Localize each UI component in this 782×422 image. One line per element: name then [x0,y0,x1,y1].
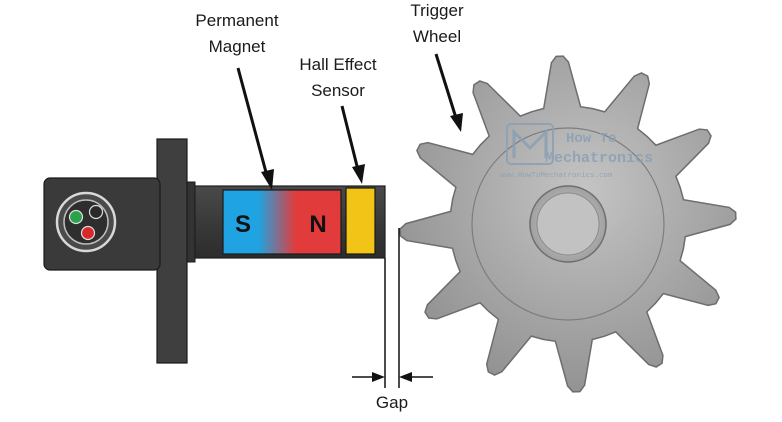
magnet-north-label: N [309,211,326,238]
label-hall-effect-sensor: Hall Effect Sensor [299,55,377,184]
trigger-wheel-bore [536,192,600,256]
hall-effect-sensor-arrowhead [352,164,365,184]
hall-effect-sensor-chip [345,187,376,255]
gap-arrow-left-head [372,372,385,382]
wire-black-pin [88,204,104,220]
label-trigger-wheel: Trigger Wheel [410,1,464,132]
watermark-logo-mark [512,128,548,158]
label-permanent-magnet: Permanent Magnet [195,11,279,190]
wire-red-pin [80,225,96,241]
trigger-wheel [399,55,737,393]
gap-dimension: Gap [352,228,433,412]
hall-effect-sensor-pointer [340,105,360,171]
watermark-line2: Mechatronics [545,150,653,167]
permanent-magnet-label-line1: Permanent [195,11,278,30]
trigger-wheel-arrowhead [450,113,463,132]
gap-label: Gap [376,393,408,412]
gap-arrow-right-head [399,372,412,382]
trigger-wheel-label-line1: Trigger [410,1,464,20]
trigger-wheel-label-line2: Wheel [413,27,461,46]
mounting-flange [156,138,188,364]
watermark-url: www.HowToMechatronics.com [500,172,613,180]
permanent-magnet-pointer [236,67,269,177]
watermark: How To Mechatronics www.HowToMechatronic… [500,123,653,180]
sensor-assembly: S N [43,138,386,364]
permanent-magnet-arrowhead [261,169,274,190]
trigger-wheel-pointer [434,53,458,119]
permanent-magnet [222,189,342,255]
permanent-magnet-label-line2: Magnet [209,37,266,56]
watermark-line1: How To [566,131,616,147]
magnet-south-label: S [235,211,251,238]
watermark-logo [506,123,554,165]
hall-effect-sensor-label-line1: Hall Effect [299,55,376,74]
trigger-wheel-inner-ring [471,127,665,321]
wire-green-pin [68,209,84,225]
hall-effect-sensor-label-line2: Sensor [311,81,365,100]
